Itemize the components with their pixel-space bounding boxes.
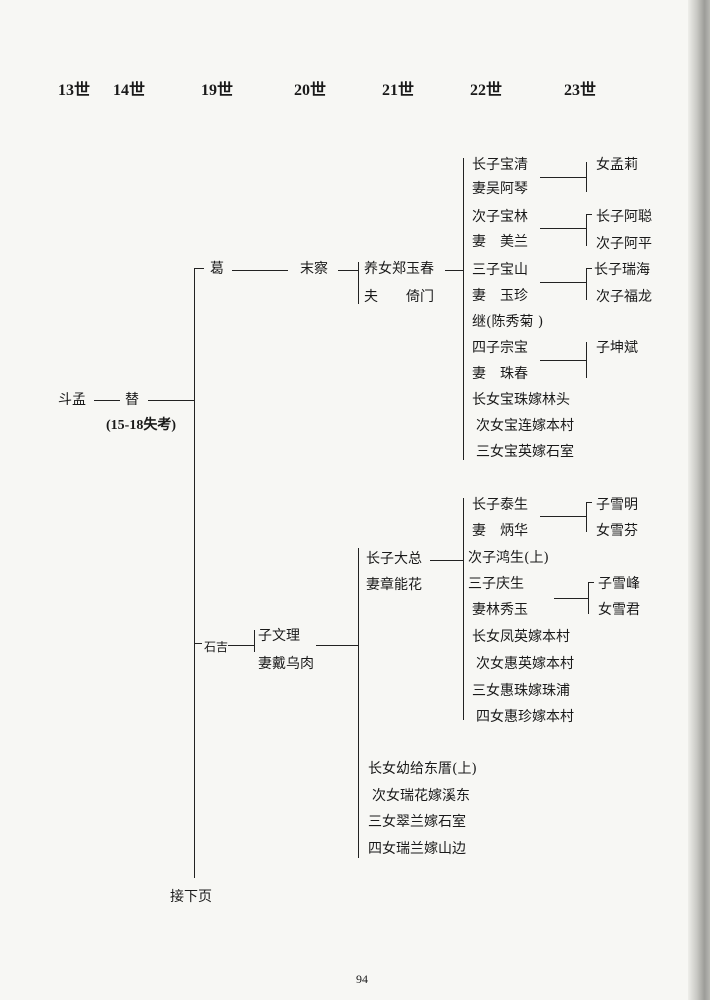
shi-g20-wife: 妻戴乌肉 [258,656,314,672]
connector-line [588,582,589,614]
shi-g22-daughter1: 长女凤英嫁本村 [472,629,570,645]
continued-note: 接下页 [170,889,212,905]
shi-g22-daughter2: 次女惠英嫁本村 [476,656,574,672]
shi-g21-daughter1: 长女幼给东厝(上) [368,761,477,777]
root-son: 替 [125,392,139,408]
connector-line [148,400,194,401]
ge-g22-son3: 三子宝山 [472,262,528,278]
scanned-page-edge [688,0,710,1000]
generation-label-20: 20世 [294,82,327,99]
ge-g23-son-c: 长子瑞海 [594,262,650,278]
lost-generations-note: (15-18失考) [106,418,176,433]
ge-g22-son3-wife: 妻 玉珍 [472,288,528,304]
generation-label-14: 14世 [113,82,146,99]
connector-line [358,548,359,858]
connector-line [540,360,586,361]
connector-line [586,502,587,532]
ge-g23-daughter: 女孟莉 [596,157,638,173]
shi-g23-daughter-a: 女雪芬 [596,523,638,539]
shi-g21-son: 长子大总 [366,551,422,567]
ge-g22-son2: 次子宝林 [472,209,528,225]
shi-g22-son2: 次子鸿生(上) [468,550,549,566]
shi-g21-daughter2: 次女瑞花嫁溪东 [372,788,470,804]
connector-line [194,268,204,269]
shi-g22-son3-wife: 妻林秀玉 [472,602,528,618]
root-ancestor: 斗孟 [58,392,86,408]
ge-g22-son1-wife: 妻吴阿琴 [472,181,528,197]
shi-g22-daughter4: 四女惠珍嫁本村 [476,709,574,725]
ge-g22-daughter3: 三女宝英嫁石室 [476,444,574,460]
shi-g21-daughter4: 四女瑞兰嫁山边 [368,841,466,857]
connector-line [463,158,464,460]
ge-g21-husband: 夫 倚门 [364,289,434,305]
ge-g22-daughter2: 次女宝连嫁本村 [476,418,574,434]
ge-g22-son2-wife: 妻 美兰 [472,234,528,250]
page-number: 94 [356,972,368,986]
generation-label-19: 19世 [201,82,234,99]
connector-line [588,582,594,583]
connector-line [358,262,359,304]
connector-line [430,560,463,561]
connector-line [232,270,288,271]
shi-g22-son3: 三子庆生 [468,576,524,592]
ge-g22-son4: 四子宗宝 [472,340,528,356]
connector-line [254,630,255,652]
connector-line [228,645,254,646]
branch-spine [194,268,195,878]
ge-g23-son-d: 次子福龙 [596,289,652,305]
connector-line [540,516,586,517]
ge-g23-son-e: 子坤斌 [596,340,638,356]
connector-line [194,643,202,644]
connector-line [586,502,592,503]
shi-g22-son1: 长子泰生 [472,497,528,513]
shi-g22-son1-wife: 妻 炳华 [472,523,528,539]
ge-g22-son4-wife: 妻 珠春 [472,366,528,382]
shi-branch-g19: 石吉 [204,640,229,654]
connector-line [338,270,358,271]
ge-g23-son-a: 长子阿聪 [596,209,652,225]
generation-label-21: 21世 [382,82,415,99]
connector-line [463,498,464,720]
connector-line [316,645,358,646]
generation-label-23: 23世 [564,82,597,99]
connector-line [540,228,586,229]
shi-g23-daughter-b: 女雪君 [598,602,640,618]
ge-g21-adopted-daughter: 养女郑玉春 [364,261,434,277]
shi-g20-son: 子文理 [258,628,300,644]
connector-line [586,342,587,378]
connector-line [586,162,587,192]
connector-line [94,400,120,401]
generation-label-22: 22世 [470,82,503,99]
ge-g22-son1: 长子宝清 [472,157,528,173]
generation-label-13: 13世 [58,82,91,99]
shi-g23-son-b: 子雪峰 [598,576,640,592]
connector-line [540,282,586,283]
connector-line [586,268,587,300]
connector-line [540,177,586,178]
connector-line [586,214,587,246]
shi-g22-daughter3: 三女惠珠嫁珠浦 [472,683,570,699]
connector-line [586,214,592,215]
ge-g22-daughter1: 长女宝珠嫁林头 [472,392,570,408]
shi-g23-son-a: 子雪明 [596,497,638,513]
connector-line [586,268,592,269]
shi-g21-wife: 妻章能花 [366,577,422,593]
connector-line [445,270,463,271]
connector-line [554,598,588,599]
ge-g22-son3-second-wife: 继(陈秀菊 ) [472,314,544,330]
ge-branch-g19: 葛 [210,261,224,277]
ge-branch-g20: 末察 [300,261,328,277]
ge-g23-son-b: 次子阿平 [596,236,652,252]
shi-g21-daughter3: 三女翠兰嫁石室 [368,814,466,830]
